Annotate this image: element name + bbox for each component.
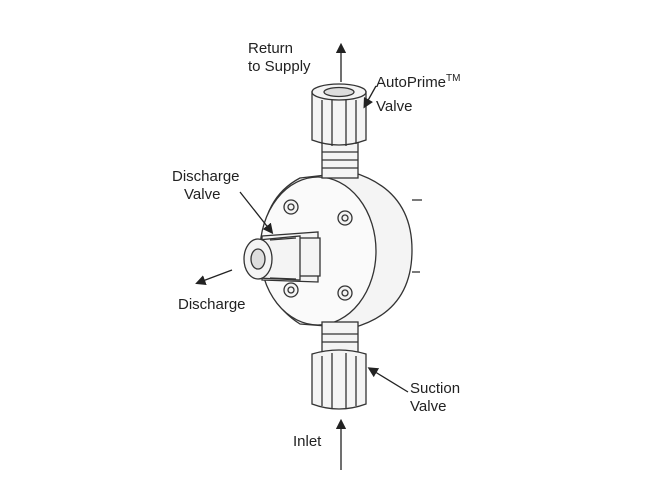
discharge-arrow [195,269,233,286]
suction-label-line1: Suction [410,380,461,397]
suction-label-line2: Valve [410,398,447,415]
pump-body [259,171,422,329]
suction-valve [311,321,367,410]
discharge-valve-label: Discharge Valve [172,168,240,204]
discharge-label: Discharge [178,296,246,313]
return-label: Return to Supply [248,40,311,76]
return-label-line2: to Supply [248,58,311,75]
discharge-valve-label-line1: Discharge [172,168,240,185]
suction-leader [367,367,409,393]
discharge-valve-leader [239,191,274,235]
autoprime-label-line2: Valve [376,98,413,115]
return-label-line1: Return [248,40,294,57]
autoprime-leader [363,85,377,109]
suction-label: Suction Valve [410,380,460,416]
autoprime-valve [311,83,367,179]
discharge-valve [243,231,321,283]
discharge-valve-label-line2: Valve [184,186,221,203]
inlet-label: Inlet [293,433,322,450]
autoprime-label-line1: AutoPrime [376,74,447,91]
trademark: TM [446,73,461,84]
autoprime-label: AutoPrimeTM Valve [376,70,460,116]
